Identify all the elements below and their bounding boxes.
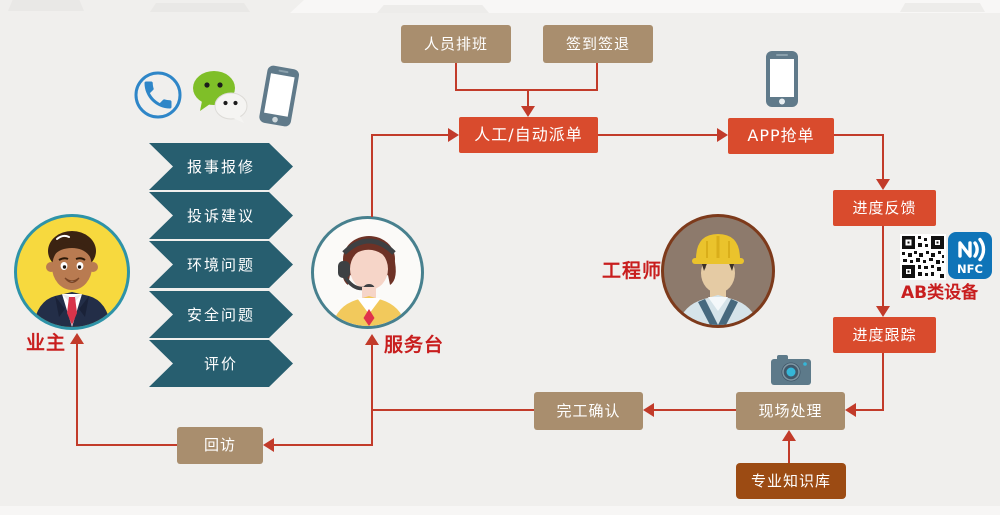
node-onsite-handling: 现场处理 (736, 392, 845, 430)
arrowhead-into-dispatch-top (521, 106, 535, 117)
connector-appgrab-right (834, 134, 884, 136)
arrowhead-into-appgrab (717, 128, 728, 142)
node-knowledge-base: 专业知识库 (736, 463, 846, 499)
connector-knowledge-up (788, 441, 790, 463)
connector-owner-up (76, 344, 78, 446)
connector-appgrab-down (882, 134, 884, 180)
connector-onsite-completion (654, 409, 736, 411)
connector-checkin-down (596, 63, 598, 90)
arrowhead-into-feedback (876, 179, 890, 190)
node-label: 人工/自动派单 (474, 125, 583, 144)
request-type-label: 安全问题 (186, 306, 255, 324)
arrowhead-into-owner (70, 333, 84, 344)
request-type-label: 投诉建议 (186, 207, 255, 225)
arrowhead-into-completion (643, 403, 654, 417)
request-type-label: 环境问题 (186, 256, 255, 274)
connector-followup-left (77, 444, 177, 446)
node-follow-up: 回访 (177, 427, 263, 464)
connector-junction-followup (274, 444, 373, 446)
mobile-phone-icon (252, 62, 306, 132)
node-label: 现场处理 (758, 401, 823, 420)
request-type-label: 报事报修 (186, 158, 255, 176)
top-decor-shape (900, 3, 985, 12)
service-desk-label: 服务台 (384, 334, 445, 356)
node-label: APP抢单 (747, 126, 815, 145)
connector-tracking-left (856, 409, 884, 411)
connector-merge-horizontal (455, 89, 598, 91)
connector-tracking-down (882, 353, 884, 411)
connector-merge-down (527, 90, 529, 107)
arrowhead-into-onsite (845, 403, 856, 417)
request-type-chevron: 投诉建议 (149, 192, 293, 239)
connector-completion-left (371, 409, 534, 411)
service-desk-avatar (311, 216, 424, 329)
node-label: 进度反馈 (852, 198, 917, 217)
node-dispatch: 人工/自动派单 (459, 117, 598, 153)
connector-dispatch-appgrab (598, 134, 718, 136)
top-decor-shape (8, 0, 84, 11)
request-type-chevron: 环境问题 (149, 241, 293, 288)
nfc-icon: NFC (948, 232, 992, 279)
arrowhead-into-dispatch-left (448, 128, 459, 142)
connector-junction-down (371, 410, 373, 446)
engineer-label: 工程师 (602, 260, 663, 282)
node-label: 回访 (203, 436, 236, 454)
arrowhead-into-onsite-bottom (782, 430, 796, 441)
node-check-in-out: 签到签退 (543, 25, 653, 63)
nfc-text: NFC (957, 262, 983, 276)
node-app-grab: APP抢单 (728, 118, 834, 154)
connector-feedback-tracking (882, 226, 884, 307)
request-type-chevron: 安全问题 (149, 291, 293, 338)
arrowhead-into-followup (263, 438, 274, 452)
connector-servicedesk-dispatch (371, 134, 449, 136)
node-staff-scheduling: 人员排班 (401, 25, 511, 63)
top-decor-shape (377, 5, 489, 13)
bottom-highlight-band (0, 506, 1000, 515)
request-type-chevron: 评价 (149, 340, 293, 387)
node-progress-feedback: 进度反馈 (833, 190, 936, 226)
node-label: 进度跟踪 (852, 325, 917, 344)
owner-avatar (14, 214, 130, 330)
request-type-label: 评价 (203, 355, 238, 373)
node-completion-confirm: 完工确认 (534, 392, 643, 430)
node-progress-tracking: 进度跟踪 (833, 317, 936, 353)
node-label: 人员排班 (423, 34, 488, 53)
device-class-label: AB类设备 (901, 283, 979, 303)
connector-servicedesk-up (371, 135, 373, 217)
phone-call-icon (133, 70, 183, 120)
owner-label: 业主 (26, 332, 67, 354)
node-label: 完工确认 (556, 401, 621, 420)
node-label: 签到签退 (565, 34, 630, 53)
camera-icon (770, 354, 812, 386)
engineer-avatar (661, 214, 775, 328)
wechat-icon (190, 67, 250, 125)
connector-junction-up (371, 345, 373, 411)
request-type-chevron: 报事报修 (149, 143, 293, 190)
qr-code-icon (900, 234, 946, 280)
connector-scheduling-down (455, 63, 457, 90)
node-label: 专业知识库 (750, 471, 831, 490)
smartphone-app-icon (765, 50, 799, 108)
top-decor-shape (150, 3, 250, 12)
arrowhead-into-servicedesk (365, 334, 379, 345)
arrowhead-into-tracking (876, 306, 890, 317)
